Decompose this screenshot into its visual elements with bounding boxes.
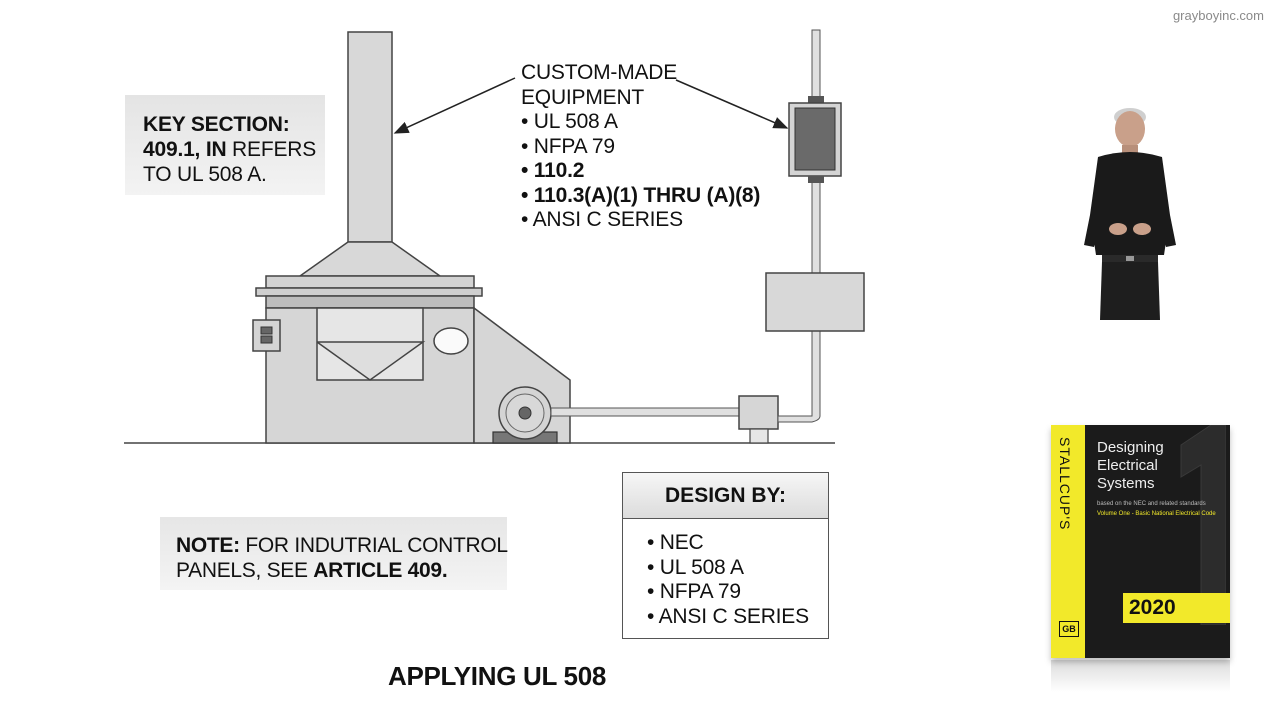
book-spine: STALLCUP'S GB — [1051, 425, 1085, 658]
leader-arrow-stack — [393, 77, 516, 134]
conduit-horizontal — [550, 407, 742, 417]
note-text-2: PANELS, SEE — [176, 559, 314, 582]
motor-hub — [518, 406, 532, 420]
book-spine-text: STALLCUP'S — [1057, 437, 1073, 531]
book-subtitle: based on the NEC and related standards — [1097, 501, 1206, 507]
presenter-figure — [1084, 108, 1176, 320]
enclosure-top-hub — [808, 96, 824, 104]
note-label: NOTE: — [176, 534, 240, 557]
key-section-label: KEY SECTION: — [143, 113, 290, 136]
book-year-badge: 2020 — [1123, 593, 1230, 623]
presenter-head — [1115, 111, 1145, 147]
switch-handle — [260, 326, 273, 335]
design-by-list: • NEC • UL 508 A • NFPA 79 • ANSI C SERI… — [623, 519, 828, 629]
callout-item: • NFPA 79 — [521, 134, 615, 158]
custom-equipment-callout: CUSTOM-MADE EQUIPMENT • UL 508 A • NFPA … — [521, 61, 760, 233]
disconnect-enclosure-door — [794, 107, 836, 171]
note-article: ARTICLE 409. — [313, 559, 448, 582]
key-section-text: KEY SECTION: 409.1, IN REFERS TO UL 508 … — [143, 112, 316, 187]
callout-title-1: CUSTOM-MADE — [521, 61, 678, 84]
book-title: Designing Electrical Systems — [1097, 439, 1164, 492]
exhaust-stack — [347, 31, 393, 243]
switch-handle-lower — [260, 335, 273, 344]
inspection-window — [433, 327, 469, 355]
callout-item: • ANSI C SERIES — [521, 208, 683, 231]
opening-tray — [316, 341, 426, 381]
design-by-item: • ANSI C SERIES — [647, 604, 809, 628]
switch-box — [252, 319, 281, 352]
hood-top-plate — [265, 275, 475, 289]
design-by-box: DESIGN BY: • NEC • UL 508 A • NFPA 79 • … — [622, 472, 829, 639]
key-section-ref: 409.1, IN — [143, 138, 227, 161]
presenter-shirt — [1090, 152, 1170, 255]
presenter-pants — [1100, 262, 1160, 320]
note-text: NOTE: FOR INDUTRIAL CONTROL PANELS, SEE … — [176, 533, 508, 583]
slide-caption: APPLYING UL 508 — [388, 661, 607, 691]
callout-item: • UL 508 A — [521, 110, 618, 133]
note-text-1: FOR INDUTRIAL CONTROL — [239, 534, 508, 557]
design-by-item: • NEC — [647, 531, 704, 554]
book-volume: Volume One - Basic National Electrical C… — [1097, 511, 1216, 517]
note-box — [160, 517, 507, 590]
book-cover: STALLCUP'S GB Designing Electrical Syste… — [1051, 425, 1230, 658]
junction-box — [738, 395, 779, 430]
hood — [297, 241, 443, 277]
callout-title-2: EQUIPMENT — [521, 85, 645, 109]
book-volume-numeral — [1180, 425, 1226, 625]
key-section-ul: TO UL 508 A. — [143, 163, 267, 186]
design-by-item: • UL 508 A — [647, 555, 744, 579]
leader-arrow-enclosure — [675, 79, 789, 129]
enclosure-bottom-hub — [808, 176, 824, 183]
hood-base-plate — [265, 295, 475, 309]
junction-box-stub — [749, 428, 769, 444]
book-publisher-logo: GB — [1059, 621, 1079, 637]
callout-item: • 110.2 — [521, 159, 585, 182]
book-reflection — [1051, 660, 1230, 692]
design-by-item: • NFPA 79 — [647, 580, 741, 603]
hood-flange — [255, 287, 483, 297]
key-section-box — [125, 95, 325, 195]
key-section-refers: REFERS — [226, 138, 317, 161]
design-by-heading: DESIGN BY: — [623, 473, 828, 519]
conduit-riser — [777, 29, 821, 423]
control-panel — [765, 272, 865, 332]
watermark: grayboyinc.com — [1172, 8, 1264, 23]
callout-item: • 110.3(A)(1) THRU (A)(8) — [521, 183, 761, 207]
